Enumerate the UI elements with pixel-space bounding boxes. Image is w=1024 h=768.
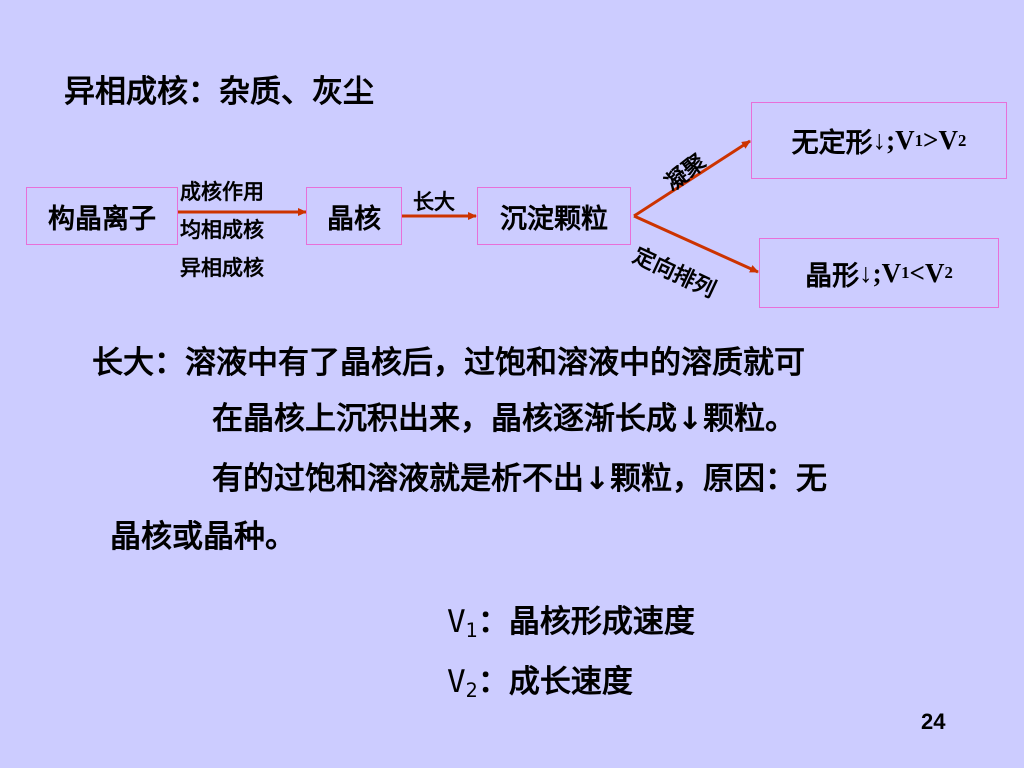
box-ion: 构晶离子 [26,187,178,245]
crystal-prefix: 晶形 [805,260,860,292]
def-v1-sub: 1 [465,618,478,642]
label-nucleation: 成核作用 [180,180,264,204]
arrow-particle-to-amorphous [633,139,751,218]
text-line-1: 长大：溶液中有了晶核后，过饱和溶液中的溶质就可 [92,345,805,381]
crystal-v2: V [924,257,945,288]
box-particle: 沉淀颗粒 [477,187,631,245]
amorphous-v1: V [895,125,915,155]
amorphous-v2: V [938,125,958,155]
box-nucleus: 晶核 [306,187,402,245]
def-v2-label: V [447,664,466,700]
label-heterogeneous: 异相成核 [180,256,264,280]
box-particle-label: 沉淀颗粒 [500,203,608,235]
page-number: 24 [921,709,946,734]
down-arrow-icon: ↓ [584,461,610,497]
def-v1-label: V [447,604,466,640]
box-ion-label: 构晶离子 [48,203,156,235]
def-v2-sub: 2 [465,678,478,702]
amorphous-semicolon: ; [886,125,896,155]
text-line-2-tail: 颗粒。 [702,401,796,437]
amorphous-prefix: 无定形 [791,128,873,159]
amorphous-down-arrow-icon: ↓ [872,125,887,155]
crystal-operator: < [909,257,925,288]
def-v2: V2：成长速度 [447,656,633,701]
crystal-down-arrow-icon: ↓ [859,257,873,288]
text-line-3-tail: 颗粒，原因：无 [609,461,827,497]
amorphous-operator: > [923,125,939,155]
text-line-2: 在晶核上沉积出来，晶核逐渐长成↓颗粒。 [212,393,796,438]
slide-title: 异相成核：杂质、灰尘 [64,74,374,110]
label-homogeneous: 均相成核 [180,218,264,242]
def-v1: V1：晶核形成速度 [447,596,695,641]
text-line-3: 有的过饱和溶液就是析不出↓颗粒，原因：无 [212,453,827,498]
text-line-2-head: 在晶核上沉积出来，晶核逐渐长成 [212,401,677,437]
box-nucleus-label: 晶核 [327,203,381,235]
crystal-semicolon: ; [872,257,882,288]
def-v2-desc: ：成长速度 [477,664,633,700]
def-v1-desc: ：晶核形成速度 [477,604,695,640]
crystal-v1: V [881,257,902,288]
down-arrow-icon: ↓ [677,401,703,437]
arrow-particle-to-crystal [633,214,759,274]
text-line-3-head: 有的过饱和溶液就是析不出 [212,461,584,497]
label-grow: 长大 [413,190,455,214]
text-line-4: 晶核或晶种。 [110,519,296,555]
